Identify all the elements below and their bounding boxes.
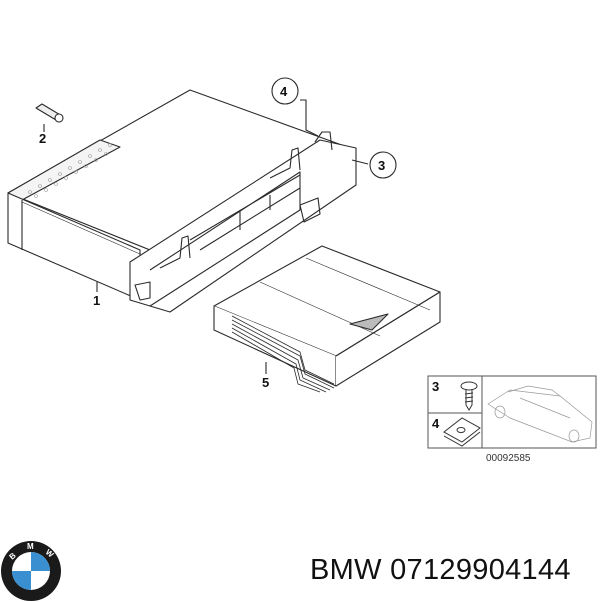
legend-label-4: 4 bbox=[432, 416, 440, 431]
car-outline-icon bbox=[487, 385, 593, 443]
legend-label-3: 3 bbox=[432, 379, 439, 394]
callout-3: 3 bbox=[378, 158, 385, 173]
screw-icon bbox=[460, 381, 478, 411]
callout-5: 5 bbox=[262, 375, 269, 390]
part-number-title: BMW 07129904144 bbox=[310, 554, 571, 586]
svg-text:W: W bbox=[44, 548, 56, 560]
svg-text:B: B bbox=[8, 551, 18, 562]
bmw-logo-icon: B M W bbox=[1, 541, 61, 601]
legend-box bbox=[427, 375, 597, 449]
reference-code: 00092585 bbox=[486, 453, 531, 464]
front-bracket bbox=[129, 131, 357, 313]
clip-nut-icon bbox=[443, 417, 481, 447]
callout-4: 4 bbox=[280, 84, 288, 99]
callout-2: 2 bbox=[39, 131, 46, 146]
cd-changer-body bbox=[7, 89, 351, 301]
pin-part bbox=[35, 103, 64, 132]
svg-text:M: M bbox=[27, 542, 34, 551]
callout-1: 1 bbox=[93, 293, 100, 308]
cd-magazine bbox=[213, 245, 441, 393]
